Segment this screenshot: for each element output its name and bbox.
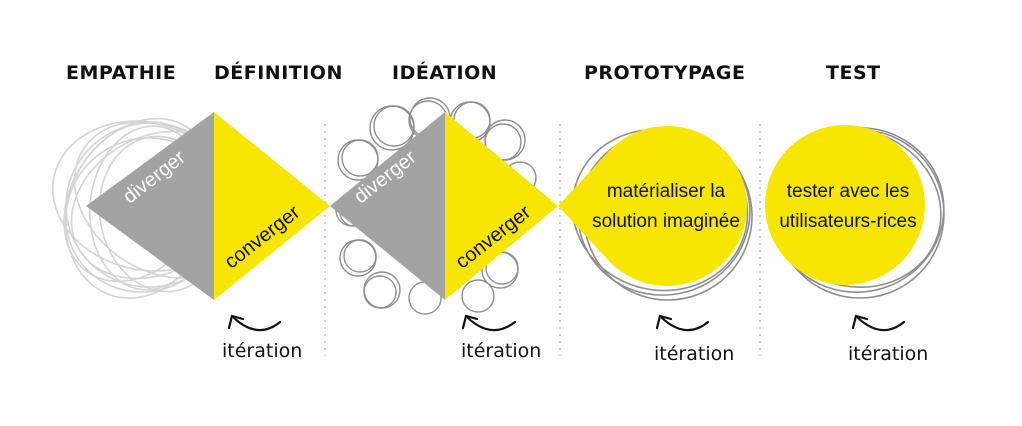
iteration-arrowhead-icon-2 bbox=[461, 314, 479, 330]
phase-prototypage: PROTOTYPAGE bbox=[584, 62, 746, 84]
iteration-label-4: itération bbox=[848, 343, 929, 365]
converger-triangle-1 bbox=[214, 112, 330, 300]
iteration-arrow-icon-4 bbox=[856, 316, 906, 332]
phase-empathie: EMPATHIE bbox=[66, 62, 177, 84]
iteration-arrow-icon-2 bbox=[466, 316, 517, 332]
test-circle bbox=[765, 125, 925, 285]
iteration-arrow-icon-3 bbox=[660, 316, 710, 332]
iteration-arrows bbox=[227, 314, 906, 332]
prototype-label-line1: matérialiser la bbox=[607, 181, 726, 202]
test-label-line1: tester avec les bbox=[787, 181, 910, 202]
iteration-label-1: itération bbox=[222, 340, 303, 362]
iteration-arrowhead-icon-3 bbox=[655, 314, 673, 330]
diverger-triangle-1 bbox=[86, 112, 214, 300]
phase-ideation: IDÉATION bbox=[392, 62, 498, 84]
test-label-line2: utilisateurs-rices bbox=[779, 211, 916, 232]
iteration-label-2: itération bbox=[461, 340, 542, 362]
phase-test: TEST bbox=[826, 62, 881, 84]
phase-definition: DÉFINITION bbox=[214, 62, 343, 84]
iteration-label-3: itération bbox=[654, 343, 735, 365]
converger-triangle-2 bbox=[445, 112, 558, 300]
iteration-arrowhead-icon-4 bbox=[851, 314, 869, 330]
diverger-triangle-2 bbox=[330, 112, 445, 300]
prototype-shape bbox=[558, 126, 748, 286]
ideation-bubbles bbox=[335, 97, 537, 315]
iteration-arrow-icon-1 bbox=[232, 316, 282, 332]
prototype-label-line2: solution imaginée bbox=[592, 211, 740, 232]
iteration-arrowhead-icon-1 bbox=[227, 314, 245, 330]
